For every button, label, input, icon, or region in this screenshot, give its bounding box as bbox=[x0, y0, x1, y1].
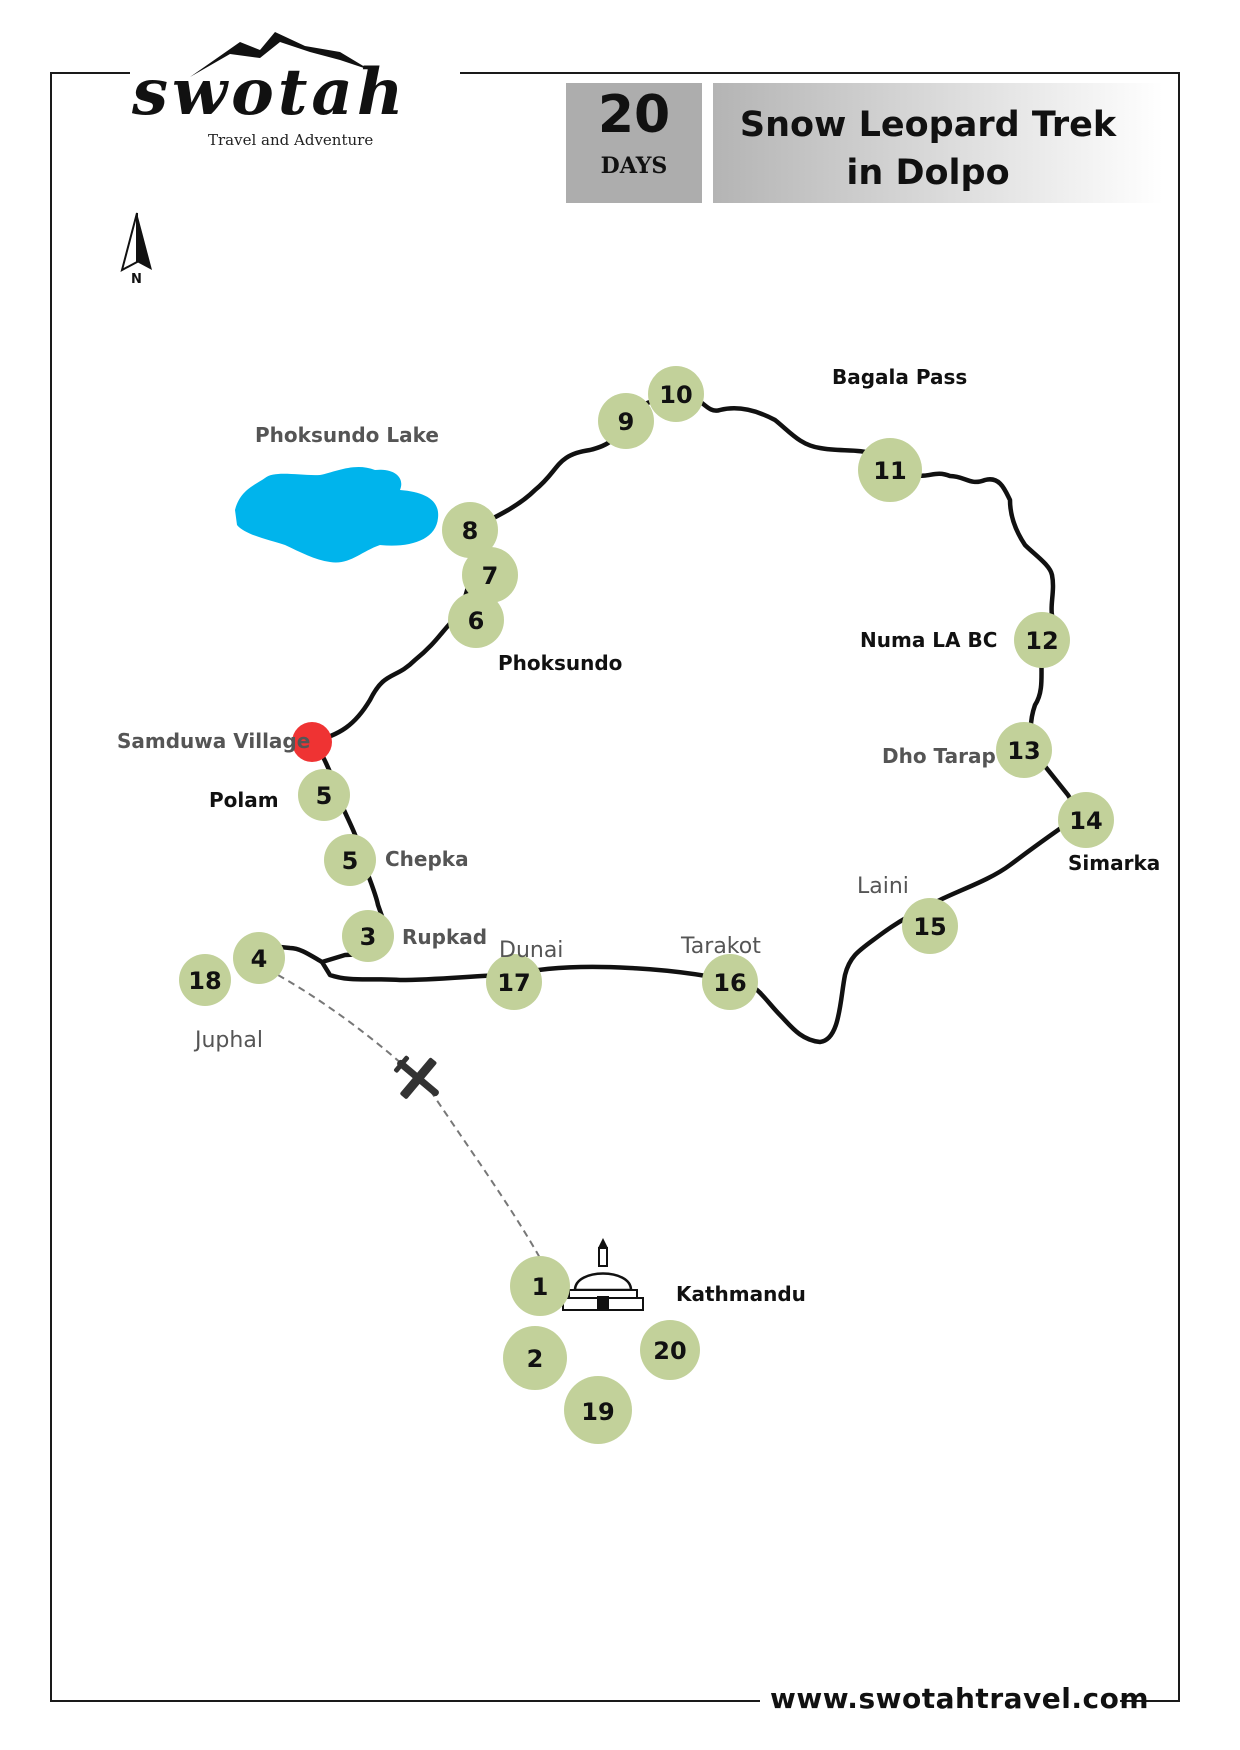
stop-day-9: 9 bbox=[598, 393, 654, 449]
stop-day-18: 18 bbox=[179, 954, 231, 1006]
svg-text:6: 6 bbox=[468, 607, 485, 635]
stupa-icon bbox=[562, 1238, 644, 1311]
svg-text:7: 7 bbox=[482, 562, 499, 590]
airplane-icon bbox=[394, 1055, 439, 1099]
svg-text:1: 1 bbox=[532, 1273, 549, 1301]
stop-day-1: 1 bbox=[510, 1256, 570, 1316]
logo-wordmark: swotah bbox=[132, 55, 408, 130]
stop-day-4: 4 bbox=[233, 932, 285, 984]
stop-day-5-chepka: 5 bbox=[324, 834, 376, 886]
stop-day-13: 13 bbox=[996, 722, 1052, 778]
label-phoksundo: Phoksundo bbox=[498, 651, 622, 675]
svg-text:11: 11 bbox=[873, 457, 906, 485]
svg-text:8: 8 bbox=[462, 517, 479, 545]
stop-day-6: 6 bbox=[448, 592, 504, 648]
stop-day-2: 2 bbox=[503, 1326, 567, 1390]
footer-gap bbox=[760, 1680, 1120, 1724]
label-rupkad: Rupkad bbox=[402, 925, 487, 949]
title-line-2: in Dolpo bbox=[846, 153, 1010, 193]
svg-text:17: 17 bbox=[497, 969, 530, 997]
stop-day-12: 12 bbox=[1014, 612, 1070, 668]
website-link[interactable]: www.swotahtravel.com bbox=[770, 1682, 1150, 1715]
svg-text:5: 5 bbox=[342, 847, 359, 875]
trek-route-west-spur bbox=[267, 943, 325, 965]
stop-day-5-polam: 5 bbox=[298, 769, 350, 821]
label-samduwa-village: Samduwa Village bbox=[117, 729, 310, 753]
days-badge: 20 DAYS bbox=[566, 83, 702, 203]
samduwa-village-marker bbox=[292, 722, 332, 762]
label-kathmandu: Kathmandu bbox=[676, 1282, 806, 1306]
stop-day-7: 7 bbox=[462, 547, 518, 603]
svg-text:19: 19 bbox=[581, 1398, 614, 1426]
svg-text:9: 9 bbox=[618, 408, 635, 436]
svg-text:2: 2 bbox=[527, 1345, 544, 1373]
stop-day-16: 16 bbox=[702, 954, 758, 1010]
phoksundo-lake-label: Phoksundo Lake bbox=[255, 423, 439, 447]
stop-day-17: 17 bbox=[486, 954, 542, 1010]
stop-day-8: 8 bbox=[442, 502, 498, 558]
svg-text:3: 3 bbox=[360, 923, 377, 951]
stop-markers: 10 9 8 7 6 11 12 13 14 15 16 17 3 5 5 4 … bbox=[179, 366, 1114, 1444]
label-dunai: Dunai bbox=[499, 938, 563, 963]
stop-day-15: 15 bbox=[902, 898, 958, 954]
svg-text:12: 12 bbox=[1025, 627, 1058, 655]
svg-text:13: 13 bbox=[1007, 737, 1040, 765]
phoksundo-lake-icon bbox=[235, 466, 439, 563]
label-laini: Laini bbox=[857, 874, 909, 899]
logo-tagline: Travel and Adventure bbox=[208, 131, 374, 149]
stop-day-14: 14 bbox=[1058, 792, 1114, 848]
logo bbox=[130, 22, 460, 152]
svg-text:5: 5 bbox=[316, 782, 333, 810]
svg-text:10: 10 bbox=[659, 381, 692, 409]
svg-text:15: 15 bbox=[913, 913, 946, 941]
stop-day-20: 20 bbox=[640, 1320, 700, 1380]
stop-day-10: 10 bbox=[648, 366, 704, 422]
trek-title: Snow Leopard Trek in Dolpo bbox=[733, 101, 1123, 197]
days-number: 20 bbox=[597, 85, 671, 145]
title-line-1: Snow Leopard Trek bbox=[739, 105, 1117, 145]
stop-day-19: 19 bbox=[564, 1376, 632, 1444]
mountain-logo-icon bbox=[190, 32, 370, 77]
stop-day-3: 3 bbox=[342, 910, 394, 962]
label-tarakot: Tarakot bbox=[680, 934, 761, 959]
compass-label: N bbox=[131, 272, 142, 287]
title-banner: Snow Leopard Trek in Dolpo bbox=[713, 83, 1163, 203]
svg-text:18: 18 bbox=[188, 967, 221, 995]
label-juphal: Juphal bbox=[193, 1028, 263, 1053]
svg-text:14: 14 bbox=[1069, 807, 1102, 835]
label-simarka: Simarka bbox=[1068, 851, 1160, 875]
north-arrow-icon: N bbox=[120, 212, 152, 287]
label-numa-la-bc: Numa LA BC bbox=[860, 628, 997, 652]
label-dho-tarap: Dho Tarap bbox=[882, 744, 996, 768]
label-chepka: Chepka bbox=[385, 847, 469, 871]
label-polam: Polam bbox=[209, 788, 279, 812]
map-frame bbox=[50, 72, 1180, 1702]
stop-day-11: 11 bbox=[858, 438, 922, 502]
svg-text:16: 16 bbox=[713, 969, 746, 997]
svg-text:4: 4 bbox=[251, 945, 268, 973]
svg-text:20: 20 bbox=[653, 1337, 686, 1365]
days-label: DAYS bbox=[600, 153, 668, 179]
label-bagala-pass: Bagala Pass bbox=[832, 365, 967, 389]
flight-path bbox=[277, 974, 541, 1259]
